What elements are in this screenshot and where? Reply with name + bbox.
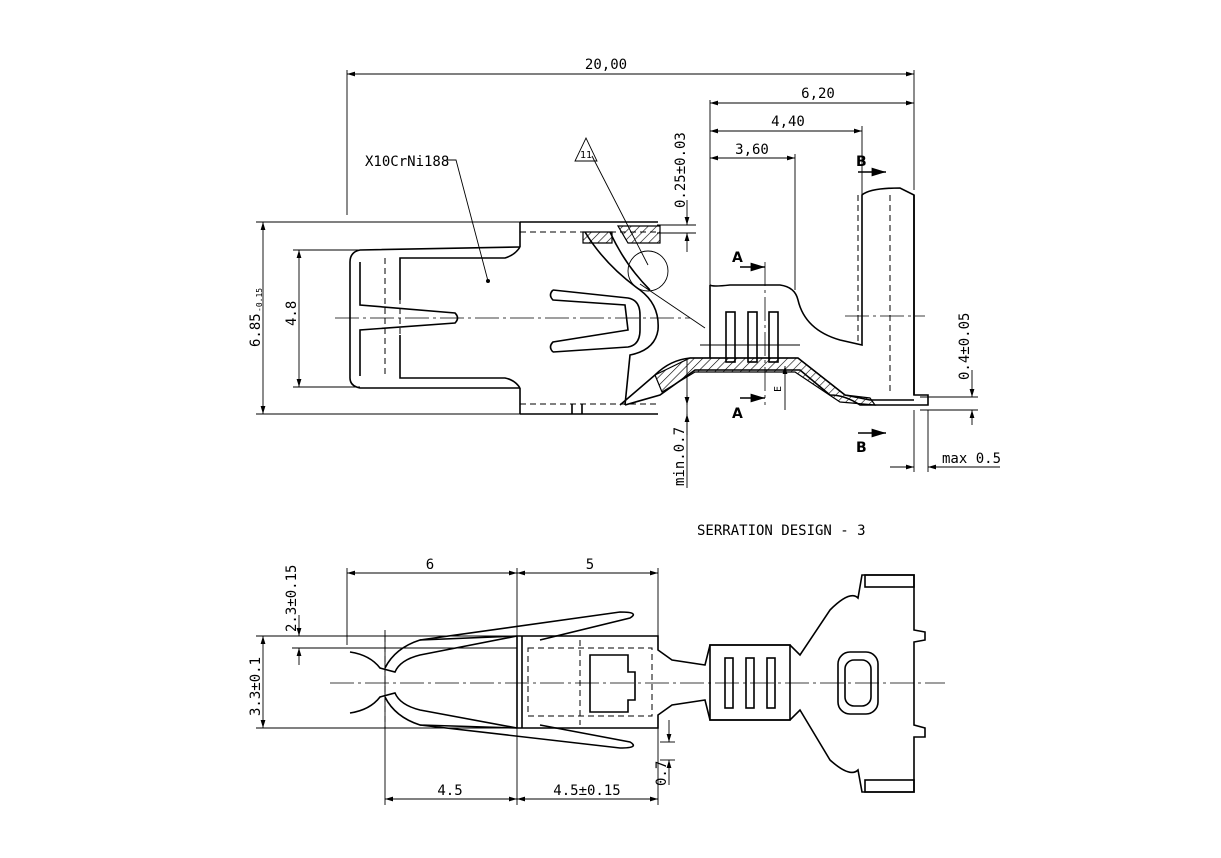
note-marker: 11 bbox=[574, 136, 706, 329]
max-offset-label: max 0.5 bbox=[942, 451, 1001, 467]
dim-max-offset: max 0.5 bbox=[890, 410, 1001, 472]
len-360-label: 3,60 bbox=[735, 142, 769, 158]
material-label: X10CrNi188 bbox=[365, 154, 449, 170]
dim-inner-height: 4.8 bbox=[284, 249, 360, 388]
thickness-label: 0.25±0.03 bbox=[673, 132, 689, 208]
e-label: E bbox=[773, 386, 784, 392]
height-main-label: 6.85 bbox=[248, 313, 264, 347]
dim-thickness: 0.25±0.03 bbox=[657, 132, 696, 252]
len-5-label: 5 bbox=[586, 557, 594, 573]
gap-07-label: 0.7 bbox=[654, 761, 670, 786]
len-45-label: 4.5 bbox=[437, 783, 462, 799]
inner-height-label: 4.8 bbox=[284, 301, 300, 326]
dim-offset: 0.4±0.05 bbox=[920, 313, 978, 425]
note-marker-label: 11 bbox=[580, 150, 592, 161]
serration-design-label: SERRATION DESIGN - 3 bbox=[697, 523, 866, 539]
dim-07: 0.7 bbox=[654, 720, 675, 786]
dim-5: 5 bbox=[517, 557, 659, 640]
height-tolerance-label: -0.15 bbox=[255, 288, 264, 312]
top-view: 6 5 4.5 4.5±0.15 2.3±0.15 bbox=[248, 557, 945, 805]
dim-360: 3,60 bbox=[710, 142, 796, 290]
section-a-bottom: A bbox=[732, 393, 765, 422]
min-height-label: min.0.7 bbox=[672, 427, 688, 486]
contact-body-side bbox=[335, 187, 929, 415]
warning-triangle-icon bbox=[574, 136, 598, 162]
section-a-top-label: A bbox=[732, 250, 743, 266]
dim-45-tol: 4.5±0.15 bbox=[517, 725, 659, 805]
dim-overall-length: 20,00 bbox=[346, 57, 915, 215]
dim-33: 3.3±0.1 bbox=[248, 635, 520, 729]
len-45-tol-label: 4.5±0.15 bbox=[553, 783, 620, 799]
len-6-label: 6 bbox=[426, 557, 434, 573]
dim-e: E bbox=[773, 366, 788, 410]
section-a-top: A bbox=[732, 250, 765, 272]
offset-label: 0.4±0.05 bbox=[957, 313, 973, 380]
dim-6: 6 bbox=[346, 557, 518, 645]
section-b-bottom: B bbox=[856, 428, 886, 456]
section-b-top: B bbox=[856, 154, 886, 177]
len-620-label: 6,20 bbox=[801, 86, 835, 102]
dim-min-height: min.0.7 bbox=[672, 360, 690, 488]
contact-body-top bbox=[330, 574, 945, 793]
section-b-top-label: B bbox=[856, 154, 867, 170]
width-33-label: 3.3±0.1 bbox=[248, 657, 264, 716]
dim-440: 4,40 bbox=[710, 114, 863, 195]
dim-23: 2.3±0.15 bbox=[284, 565, 517, 665]
section-a-bottom-label: A bbox=[732, 406, 743, 422]
overall-length-label: 20,00 bbox=[585, 57, 627, 73]
len-440-label: 4,40 bbox=[771, 114, 805, 130]
section-b-bottom-label: B bbox=[856, 440, 867, 456]
dim-height-main: 6.85 -0.15 bbox=[248, 221, 520, 415]
width-23-label: 2.3±0.15 bbox=[284, 565, 300, 632]
material-callout: X10CrNi188 bbox=[365, 154, 490, 283]
side-view: 20,00 6,20 4,40 3,60 0.25±0.03 bbox=[248, 57, 1001, 488]
